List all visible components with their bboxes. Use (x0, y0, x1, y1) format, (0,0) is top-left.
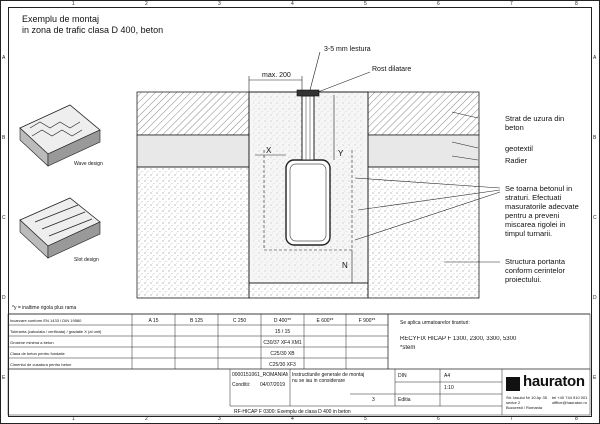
company-contact: tel +40 744 910 001 offfice@hauraton.ro (552, 395, 588, 405)
x-dimension-label: X (266, 146, 272, 155)
grid-number: 4 (291, 1, 294, 7)
grid-number: 1 (72, 416, 75, 422)
foundation-bottom (248, 282, 369, 299)
edition-label: Editia (398, 397, 411, 403)
joint-label: 3-5 mm lestura (324, 46, 371, 53)
instruction-note: Instructiunile generale de montaj nu se … (292, 372, 365, 384)
base-layer-right (367, 134, 480, 168)
sheet-number: 3 (372, 397, 375, 403)
max-dimension-label: max. 200 (262, 72, 291, 79)
grid-letter: D (593, 295, 597, 301)
applicability-values: RECYFIX HICAP F 1300, 2300, 3300, 5300 (400, 336, 517, 342)
grid-number: 8 (575, 416, 578, 422)
col-head-c: C 250 (232, 318, 247, 324)
row-label: Clasa de beton pentru fundatie (10, 351, 65, 356)
applicability-note: *stem (400, 345, 416, 351)
grid-letter: A (2, 55, 6, 61)
grid-number: 4 (291, 416, 294, 422)
paper-size: A4 (444, 373, 451, 379)
grid-letter: B (593, 135, 597, 141)
applicability-heading: Se aplica urmatoarelor tiranturi: (400, 320, 470, 326)
col-head-b: B 125 (189, 318, 204, 324)
row-label: Incarcare conform EN 1433 / DIN 19580 (10, 318, 82, 323)
col-head-e: E 600** (316, 318, 334, 324)
wear-layer-left (136, 91, 250, 136)
col-head-d: D 400** (273, 318, 292, 324)
title-line-1: Exemplu de montaj (22, 14, 100, 24)
grate (296, 89, 320, 97)
drawing-code: 0000151061_ROMANIAM.dwg (232, 372, 288, 378)
conditions-label: Conditii: (232, 382, 251, 388)
grid-letter: B (2, 135, 6, 141)
height-note: *y = inaltime rigola plus rama (12, 305, 77, 311)
grid-number: 2 (145, 416, 148, 422)
row-label: Toleranta (calculata / verificata) / gra… (10, 329, 102, 334)
slot-design-sketch (19, 197, 101, 259)
grid-letter: A (593, 55, 597, 61)
col-head-f: F 900** (358, 318, 376, 324)
callout-structure: Structura portanta conform cerintelor pr… (505, 257, 566, 284)
callout-concrete-pour: Se toarna betonul in straturi. Efectuati… (505, 184, 579, 238)
scale-value: 1:10 (444, 385, 454, 391)
grid-letter: D (2, 295, 6, 301)
grid-number: 7 (510, 416, 513, 422)
company-logo: hauraton (523, 373, 585, 390)
drawing-date: 04/07/2019 (260, 382, 286, 388)
grid-number: 5 (364, 1, 367, 7)
spec-table-grid (7, 313, 591, 416)
row-label: Grosime minima a beton (10, 340, 54, 345)
callout-wear-layer: Strat de uzura din beton (505, 114, 565, 132)
col-head-a: A 15 (148, 318, 159, 324)
wave-design-sketch (19, 104, 101, 167)
grid-number: 7 (510, 1, 513, 7)
hauraton-logo-mark (506, 377, 520, 391)
grid-number: 6 (437, 1, 440, 7)
channel-body (285, 159, 331, 246)
wear-layer-right (367, 91, 480, 136)
foundation-right (367, 166, 480, 299)
din-label: DIN (398, 373, 407, 379)
grid-letter: E (2, 375, 6, 381)
table-cell: C25/30 XF3 (269, 362, 296, 368)
title-line-2: in zona de trafic clasa D 400, beton (22, 25, 164, 35)
grid-number: 6 (437, 416, 440, 422)
slot-design-label: Slot design (74, 257, 99, 263)
drawing-title: Exemplu de montaj in zona de trafic clas… (22, 14, 163, 36)
foundation-left (136, 166, 250, 299)
grid-number: 1 (72, 1, 75, 7)
company-address: Str. Iasului Nr 10 Ap 35 sector 2 Bucure… (506, 395, 547, 410)
inner-frame (8, 7, 592, 417)
callout-geotextile: geotextil (505, 144, 533, 153)
grid-number: 3 (218, 416, 221, 422)
base-layer-left (136, 134, 250, 168)
table-cell: 15 / 15 (274, 329, 291, 335)
grid-number: 2 (145, 1, 148, 7)
grid-letter: C (2, 215, 6, 221)
grid-number: 3 (218, 1, 221, 7)
drawing-subtitle: RF-HICAP F 0300: Exemplu de clasa D 400 … (234, 409, 351, 415)
table-cell: C30/37 XF4 XM1 (263, 340, 302, 346)
grid-letter: E (593, 375, 597, 381)
y-dimension-label: Y (338, 149, 344, 158)
expansion-joint-label: Rost dilatare (372, 66, 412, 73)
row-label: Cimentul de cusatura pentru beton (10, 362, 72, 367)
channel-neck (301, 95, 315, 161)
callout-radier: Radier (505, 156, 528, 165)
grid-letter: C (593, 215, 597, 221)
n-dimension-label: N (342, 261, 348, 270)
table-cell: C25/30 XB (270, 351, 295, 357)
grid-number: 5 (364, 416, 367, 422)
grid-number: 8 (575, 1, 578, 7)
wave-design-label: Wave design (74, 161, 103, 167)
